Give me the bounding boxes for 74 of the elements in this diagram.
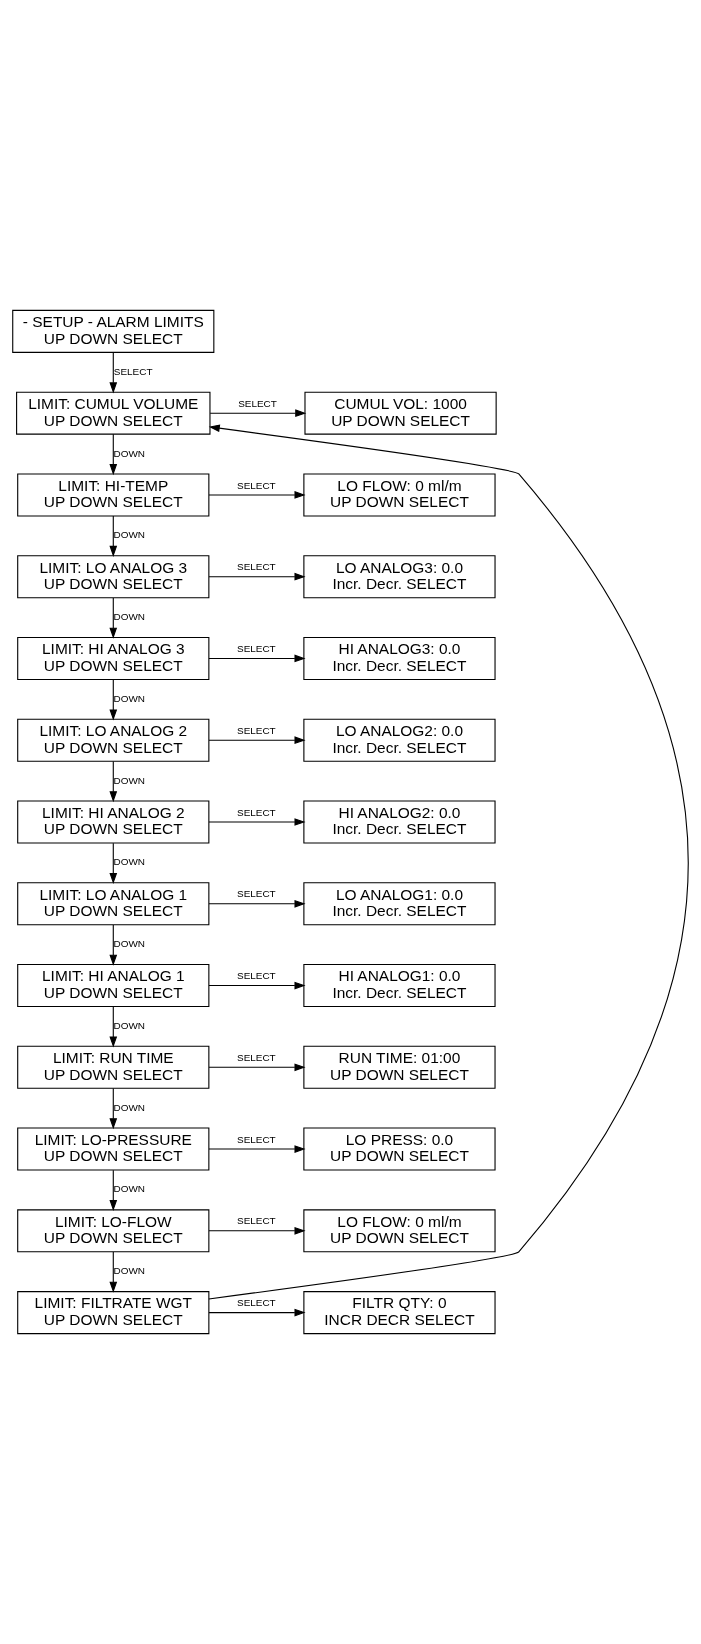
node-box: LIMIT: HI ANALOG 3 UP DOWN SELECT <box>17 636 210 680</box>
node-box: HI ANALOG2: 0.0 Incr. Decr. SELECT <box>303 800 496 844</box>
arrow <box>109 433 118 476</box>
arrow <box>208 572 306 581</box>
arrow <box>109 352 118 394</box>
arrow <box>109 597 118 639</box>
edge-label: SELECT <box>237 561 276 573</box>
arrow <box>208 1308 306 1317</box>
node-box: LIMIT: HI ANALOG 2 UP DOWN SELECT <box>17 800 210 844</box>
arrow <box>208 1226 306 1235</box>
arrow <box>109 1251 118 1293</box>
node-box: LIMIT: CUMUL VOLUME UP DOWN SELECT <box>16 391 211 435</box>
arrow <box>208 818 306 826</box>
node-box: LO FLOW: 0 ml/m UP DOWN SELECT <box>303 1209 496 1253</box>
edge-label: DOWN <box>113 1101 146 1113</box>
edge-label: SELECT <box>237 970 276 982</box>
arrow <box>208 981 306 990</box>
arrow <box>109 1006 118 1048</box>
node-box: LIMIT: HI ANALOG 1 UP DOWN SELECT <box>17 964 210 1008</box>
node-box: LO ANALOG1: 0.0 Incr. Decr. SELECT <box>303 882 496 926</box>
edge-label: SELECT <box>238 397 277 409</box>
arrow <box>109 760 118 803</box>
edge-label: SELECT <box>237 643 276 655</box>
node-box: LIMIT: LO-PRESSURE UP DOWN SELECT <box>17 1127 210 1171</box>
arrow <box>208 736 306 745</box>
node-box: LIMIT: LO ANALOG 3 UP DOWN SELECT <box>17 555 210 599</box>
node-box: RUN TIME: 01:00 UP DOWN SELECT <box>303 1045 496 1089</box>
edge-label: SELECT <box>237 1297 276 1309</box>
node-box: LIMIT: HI-TEMP UP DOWN SELECT <box>17 473 210 517</box>
arrow <box>208 899 306 908</box>
arrow <box>208 654 306 663</box>
edge-label: DOWN <box>113 447 146 459</box>
edge-label: SELECT <box>113 365 153 377</box>
node-box: LO ANALOG3: 0.0 Incr. Decr. SELECT <box>303 555 496 599</box>
arrow <box>109 924 118 966</box>
node-box: LIMIT: RUN TIME UP DOWN SELECT <box>17 1045 210 1089</box>
edge-label: DOWN <box>113 611 146 623</box>
edge-label: DOWN <box>113 774 146 786</box>
edge-label: DOWN <box>113 1183 146 1195</box>
arrow <box>109 679 118 721</box>
node-box: HI ANALOG1: 0.0 Incr. Decr. SELECT <box>303 964 496 1008</box>
arrow <box>109 1087 118 1130</box>
arrow <box>109 1169 118 1212</box>
arrow <box>208 424 689 1300</box>
node-box: LO ANALOG2: 0.0 Incr. Decr. SELECT <box>303 718 496 762</box>
edge-label: DOWN <box>113 1265 146 1277</box>
edge-label: DOWN <box>113 529 146 541</box>
edge-label: SELECT <box>237 479 276 491</box>
edge-label: DOWN <box>113 1019 146 1031</box>
edge-label: SELECT <box>237 888 276 900</box>
edge-label: SELECT <box>237 1215 276 1227</box>
node-box: LO FLOW: 0 ml/m UP DOWN SELECT <box>303 473 496 517</box>
node-box: FILTR QTY: 0 INCR DECR SELECT <box>303 1291 496 1335</box>
arrow <box>109 842 118 884</box>
node-box: CUMUL VOL: 1000 UP DOWN SELECT <box>304 391 497 435</box>
edge-label: DOWN <box>113 692 146 704</box>
arrow <box>109 515 118 557</box>
node-box: HI ANALOG3: 0.0 Incr. Decr. SELECT <box>303 636 496 680</box>
edge-label: SELECT <box>237 724 276 736</box>
node-box: - SETUP - ALARM LIMITS UP DOWN SELECT <box>12 309 215 353</box>
node-box: LIMIT: LO ANALOG 1 UP DOWN SELECT <box>17 882 210 926</box>
edge-label: DOWN <box>113 938 146 950</box>
arrow <box>209 409 307 418</box>
arrow <box>208 491 306 499</box>
edge-label: DOWN <box>113 856 146 868</box>
edge-label: SELECT <box>237 806 276 818</box>
node-box: LO PRESS: 0.0 UP DOWN SELECT <box>303 1127 496 1171</box>
arrow <box>208 1063 306 1072</box>
node-box: LIMIT: LO ANALOG 2 UP DOWN SELECT <box>17 718 210 762</box>
arrow <box>208 1145 306 1153</box>
node-box: LIMIT: FILTRATE WGT UP DOWN SELECT <box>17 1291 210 1335</box>
edge-label: SELECT <box>237 1133 276 1145</box>
node-box: LIMIT: LO-FLOW UP DOWN SELECT <box>17 1209 210 1253</box>
edge-label: SELECT <box>237 1051 276 1063</box>
